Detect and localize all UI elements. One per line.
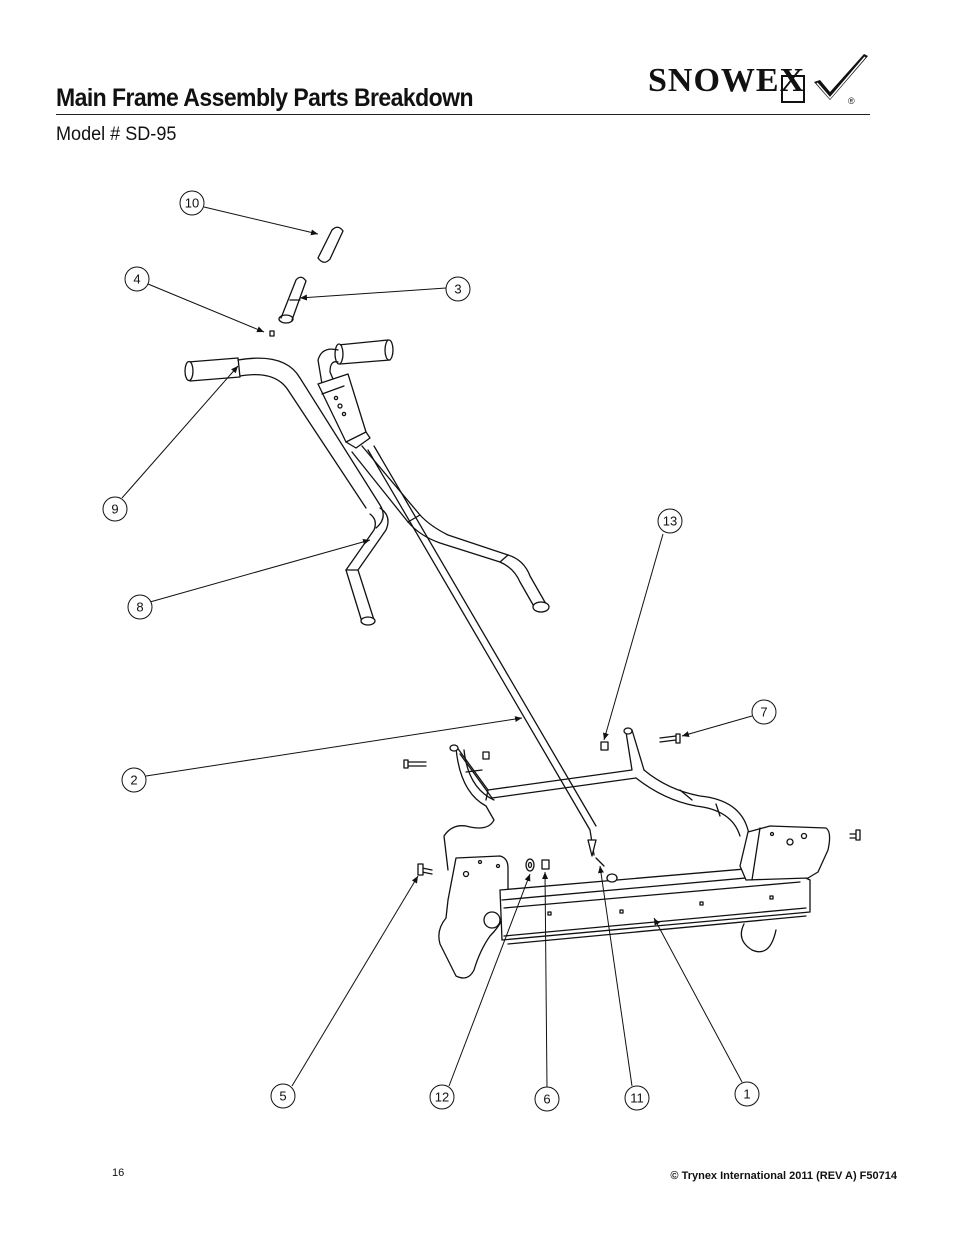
part-8-lower-tube bbox=[345, 507, 389, 626]
copyright-notice: © Trynex International 2011 (REV A) F507… bbox=[670, 1170, 897, 1182]
callout-label-11: 11 bbox=[630, 1091, 644, 1106]
callout-6 bbox=[534, 1086, 560, 1112]
callout-7 bbox=[751, 699, 777, 725]
callout-11 bbox=[624, 1085, 650, 1111]
callout-9 bbox=[102, 496, 128, 522]
header-rule bbox=[56, 114, 870, 115]
callout-label-6: 6 bbox=[543, 1092, 550, 1107]
callout-8 bbox=[127, 594, 153, 620]
logo-wordmark: SNOWEX bbox=[648, 62, 806, 99]
leader-2 bbox=[145, 716, 523, 777]
part-1-main-frame bbox=[438, 825, 831, 979]
leader-9 bbox=[121, 365, 239, 499]
page-number: 16 bbox=[112, 1167, 125, 1179]
part-10-grip-cover bbox=[317, 226, 344, 263]
callout-1 bbox=[734, 1081, 760, 1107]
callout-label-13: 13 bbox=[663, 514, 677, 529]
callout-label-12: 12 bbox=[435, 1090, 449, 1105]
callout-12 bbox=[429, 1084, 455, 1110]
callout-label-7: 7 bbox=[760, 705, 767, 720]
leader-12 bbox=[448, 873, 531, 1087]
callout-label-9: 9 bbox=[111, 502, 118, 517]
callout-label-1: 1 bbox=[743, 1087, 750, 1102]
part-3-latch bbox=[278, 276, 307, 324]
callout-label-3: 3 bbox=[454, 282, 461, 297]
logo-checkmark-icon bbox=[781, 54, 868, 103]
callout-2 bbox=[121, 767, 147, 793]
callout-label-2: 2 bbox=[130, 773, 137, 788]
leader-1 bbox=[653, 917, 743, 1083]
callout-10 bbox=[179, 190, 205, 216]
leader-6 bbox=[542, 871, 549, 1089]
leader-11 bbox=[598, 865, 633, 1087]
callout-label-5: 5 bbox=[279, 1089, 286, 1104]
leader-10 bbox=[203, 206, 319, 236]
model-number: Model # SD-95 bbox=[56, 124, 177, 145]
part-4-screw bbox=[269, 330, 275, 337]
hardware-fasteners bbox=[403, 733, 861, 883]
leader-7 bbox=[681, 715, 753, 737]
page-title: Main Frame Assembly Parts Breakdown bbox=[56, 84, 474, 112]
callout-5 bbox=[270, 1083, 296, 1109]
callout-label-10: 10 bbox=[185, 196, 199, 211]
leader-13 bbox=[603, 533, 664, 741]
crossbar-frame bbox=[443, 727, 753, 871]
callout-3 bbox=[445, 276, 471, 302]
snowex-logo: SNOWEX ® bbox=[644, 52, 872, 110]
callout-label-4: 4 bbox=[133, 272, 140, 287]
callout-13 bbox=[657, 508, 683, 534]
registered-mark: ® bbox=[848, 96, 855, 106]
callout-label-8: 8 bbox=[136, 600, 143, 615]
handle-assembly bbox=[184, 339, 597, 857]
leader-5 bbox=[291, 875, 419, 1087]
leader-3 bbox=[299, 287, 447, 301]
callout-4 bbox=[124, 266, 150, 292]
leader-4 bbox=[147, 283, 265, 333]
leader-8 bbox=[149, 539, 371, 603]
